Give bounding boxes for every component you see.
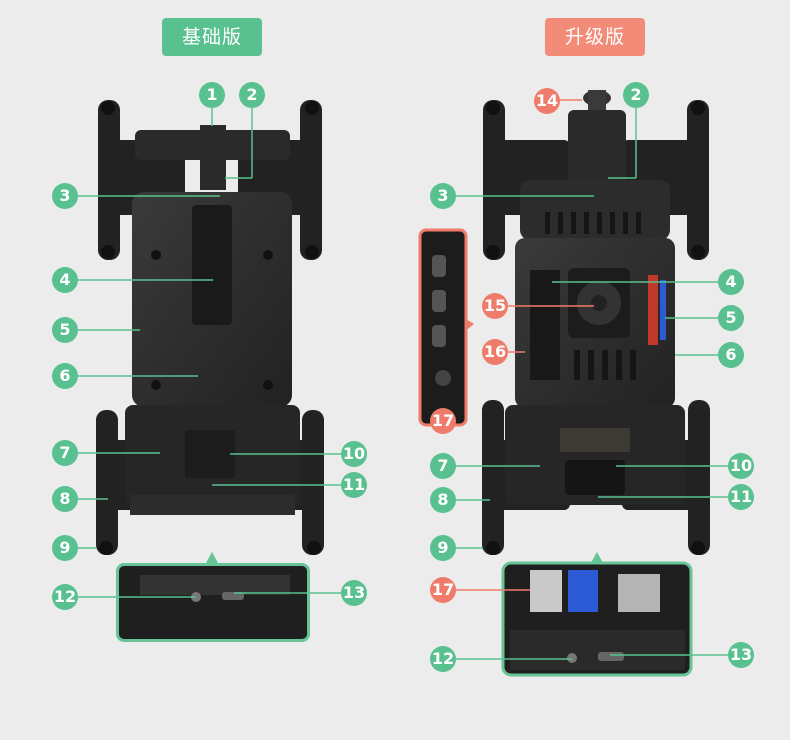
callout-11: 11: [341, 472, 367, 498]
callout-10-upgraded: 10: [728, 453, 754, 479]
callout-16: 16: [482, 339, 508, 365]
basic-version-title: 基础版: [162, 18, 262, 56]
basic-robot: [96, 100, 324, 555]
callout-8-upgraded: 8: [430, 487, 456, 513]
callout-2: 2: [239, 82, 265, 108]
basic-port-inset: [118, 565, 308, 640]
callout-1: 1: [199, 82, 225, 108]
callout-12-upgraded: 12: [430, 646, 456, 672]
upgraded-robot: [482, 90, 710, 555]
callout-7-upgraded: 7: [430, 453, 456, 479]
callout-4-upgraded: 4: [718, 269, 744, 295]
callout-9-upgraded: 9: [430, 535, 456, 561]
callout-13: 13: [341, 580, 367, 606]
basic-port-inset-frame: [116, 563, 310, 642]
callout-7: 7: [52, 440, 78, 466]
callout-17-ports: 17: [430, 577, 456, 603]
callout-8: 8: [52, 486, 78, 512]
callout-13-upgraded: 13: [728, 642, 754, 668]
callout-3-upgraded: 3: [430, 183, 456, 209]
callout-6: 6: [52, 363, 78, 389]
callout-5-upgraded: 5: [718, 305, 744, 331]
upgraded-port-inset: [501, 561, 693, 677]
callout-2-upgraded: 2: [623, 82, 649, 108]
callout-12: 12: [52, 584, 78, 610]
callout-3: 3: [52, 183, 78, 209]
callout-17-side: 17: [430, 408, 456, 434]
callout-4: 4: [52, 267, 78, 293]
callout-5: 5: [52, 317, 78, 343]
upgraded-version-title: 升级版: [545, 18, 645, 56]
callout-9: 9: [52, 535, 78, 561]
callout-15: 15: [482, 293, 508, 319]
callout-14: 14: [534, 88, 560, 114]
callout-6-upgraded: 6: [718, 342, 744, 368]
callout-11-upgraded: 11: [728, 484, 754, 510]
callout-10: 10: [341, 441, 367, 467]
upgraded-side-inset: [418, 228, 468, 427]
